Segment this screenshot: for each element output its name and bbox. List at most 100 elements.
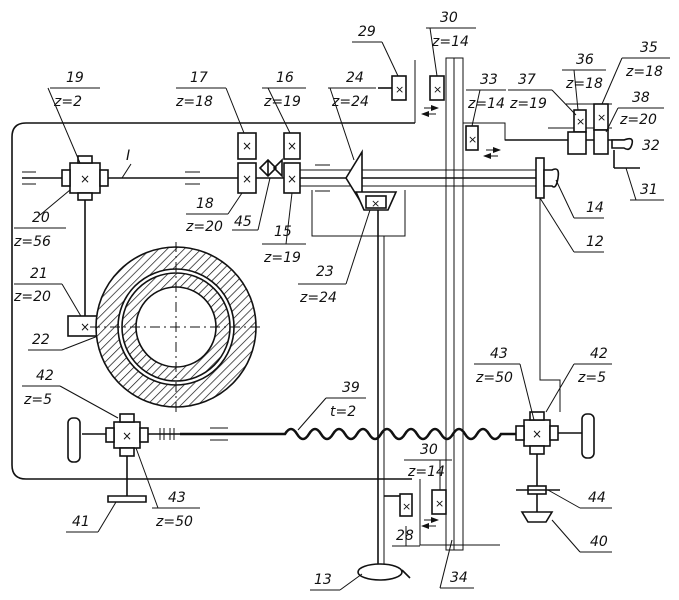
leader-31 [625, 167, 637, 201]
leader-18 [227, 192, 243, 215]
leader-38 [605, 107, 619, 133]
label-38: 38 [632, 90, 650, 106]
label-19: 19 [66, 70, 84, 86]
leader-42-left [59, 385, 119, 419]
worm-42-right-top [529, 411, 545, 421]
leader-37 [551, 89, 577, 116]
gear-28-mark: × [402, 500, 411, 513]
bevel-gear-23-hub [365, 195, 387, 209]
leader-22 [61, 335, 99, 351]
label-43-right-z: z=50 [475, 370, 513, 386]
leader-shaft-I [121, 163, 132, 179]
worm-22-mark: × [80, 320, 90, 334]
label-15: 15 [274, 224, 292, 240]
worm-19-bottom [77, 192, 93, 201]
label-32: 32 [642, 138, 660, 154]
handwheel-left[interactable] [67, 417, 81, 463]
label-36-z: z=18 [565, 76, 603, 92]
bearing-marks-left [22, 164, 330, 192]
apron-lower [419, 479, 500, 546]
label-20-z: z=56 [13, 234, 51, 250]
feed-rod-link [539, 198, 561, 412]
gear-17-mark: × [242, 139, 252, 153]
knob-40[interactable] [520, 511, 554, 523]
knob-32[interactable] [611, 137, 634, 151]
label-23: 23 [316, 264, 334, 280]
label-21-z: z=20 [13, 289, 51, 305]
label-30-lower-z: z=14 [407, 464, 445, 480]
gear-29-mark: × [395, 83, 404, 96]
label-43-left-z: z=50 [155, 514, 193, 530]
leader-33 [471, 89, 481, 127]
label-45: 45 [234, 214, 252, 230]
label-40: 40 [590, 534, 608, 550]
gear-18 [237, 162, 257, 194]
label-18: 18 [196, 196, 214, 212]
label-12: 12 [586, 234, 604, 250]
gear-16-mark: × [287, 139, 297, 153]
label-36: 36 [576, 52, 594, 68]
gear-37-mark: × [576, 115, 585, 128]
label-24: 24 [346, 70, 364, 86]
lead-screw-bearings [159, 427, 228, 441]
leader-20 [39, 189, 71, 216]
leader-42-right [545, 363, 575, 413]
label-43-left: 43 [168, 490, 186, 506]
label-42-right-z: z=5 [577, 370, 606, 386]
label-28: 28 [396, 528, 414, 544]
gear-43-right-mark: × [532, 427, 542, 441]
lead-screw-39 [180, 427, 518, 441]
gear-12 [535, 157, 545, 199]
handwheel-13[interactable] [357, 563, 403, 581]
label-41: 41 [72, 514, 90, 530]
worm-42-left-bottom [119, 447, 135, 457]
handwheel-13-knob[interactable] [401, 569, 411, 579]
gear-36 [567, 131, 587, 155]
gear-30-upper-mark: × [433, 83, 442, 96]
label-43-right: 43 [490, 346, 508, 362]
label-33-z: z=14 [467, 96, 505, 112]
handle-41[interactable] [107, 495, 147, 503]
label-19-z: z=2 [53, 94, 82, 110]
label-39-t: t=2 [330, 404, 356, 420]
label-37: 37 [518, 72, 536, 88]
gear-28 [399, 493, 413, 517]
worm-42-right-r [549, 425, 559, 441]
label-16-z: z=19 [263, 94, 301, 110]
leader-30-upper [429, 27, 438, 77]
gear-17 [237, 132, 257, 160]
label-33: 33 [480, 72, 498, 88]
leader-35 [601, 57, 623, 105]
clutch-45 [258, 158, 278, 178]
gear-33-mark: × [468, 133, 477, 146]
label-15-z: z=19 [263, 250, 301, 266]
leader-41 [97, 501, 117, 533]
label-13: 13 [314, 572, 332, 588]
gear-38 [593, 129, 609, 155]
leader-40 [551, 519, 581, 553]
bevel-gear-24 [345, 149, 363, 207]
leader-17 [225, 87, 245, 134]
leader-16 [267, 87, 291, 134]
gear-18-mark: × [242, 172, 252, 186]
leader-13 [339, 573, 363, 591]
gear-15-mark: × [287, 172, 297, 186]
label-14: 14 [586, 200, 604, 216]
label-30-upper: 30 [440, 10, 458, 26]
worm-19-right [99, 169, 109, 187]
leader-43-left [135, 447, 159, 509]
handwheel-right[interactable] [581, 413, 595, 459]
leader-45 [257, 177, 271, 231]
leader-44 [547, 489, 581, 509]
label-17: 17 [190, 70, 208, 86]
gear-23-mark: × [371, 197, 380, 210]
label-23-z: z=24 [299, 290, 337, 306]
knob-14[interactable] [543, 168, 560, 188]
leader-36 [573, 69, 579, 111]
worm-42-right-bottom [529, 445, 545, 455]
leader-39 [297, 397, 327, 431]
label-35: 35 [640, 40, 658, 56]
label-30-upper-z: z=14 [431, 34, 469, 50]
label-37-z: z=19 [509, 96, 547, 112]
gear-30-lower-mark: × [435, 497, 444, 510]
